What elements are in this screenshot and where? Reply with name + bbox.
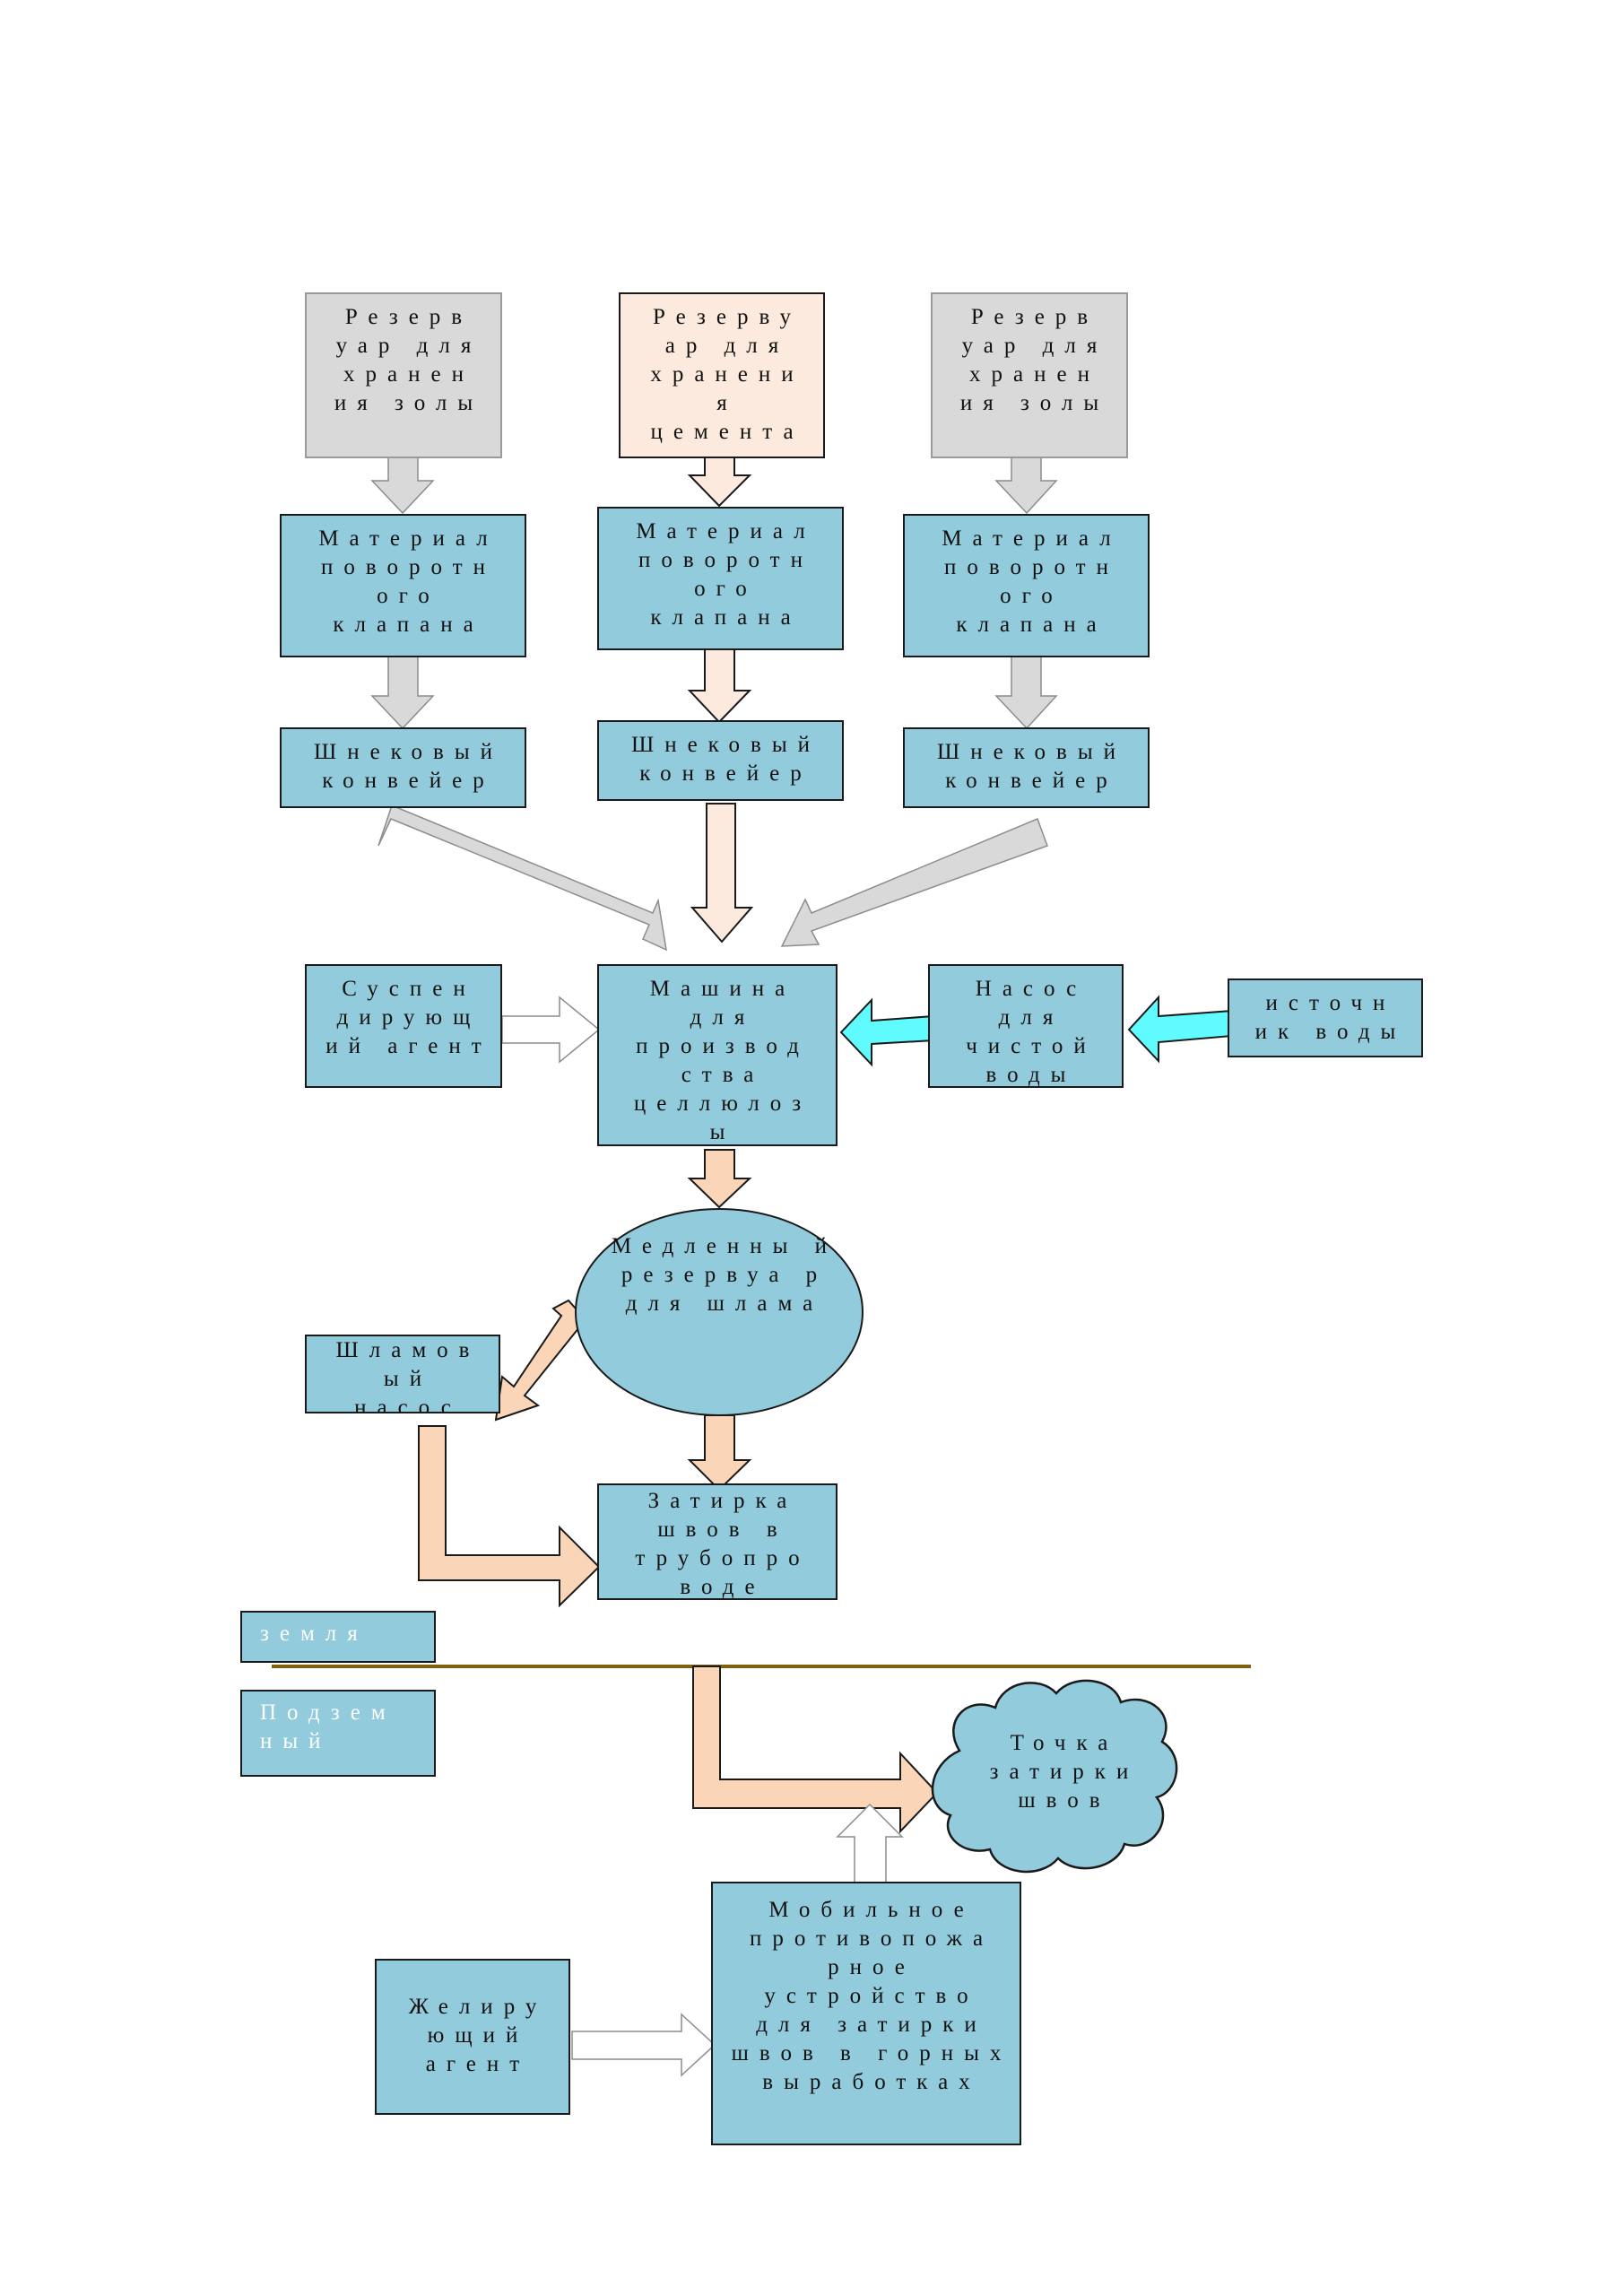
rotary-valve-right: Материал поворотн ого клапана [903,514,1150,657]
arrow-valve-left-to-conveyor [370,656,435,730]
suspending-agent: Суспен дирующ ий агент [305,964,502,1088]
pipeline-grouting: Затирка швов в трубопро воде [597,1483,838,1600]
arrow-conveyor-right-to-machine [780,818,1048,947]
underground-label: Подзем ный [240,1690,436,1777]
cellulose-machine: Машина для производ ства целлюлоз ы [597,964,838,1146]
clean-water-pump: Насос для чистой воды [928,964,1124,1088]
gelling-agent: Желиру ющий агент [375,1959,570,2115]
ash-storage-right: Резерв уар для хранен ия золы [931,292,1128,458]
slurry-pump: Шламов ый насос [305,1335,500,1413]
arrow-conveyor-center-to-machine [690,803,754,944]
grouting-point: Точка затирки швов [989,1731,1140,1813]
arrow-tank-to-grouting [687,1414,752,1492]
arrow-water-source-to-pump [1127,995,1233,1064]
screw-conveyor-left: Шнековый конвейер [280,727,526,808]
screw-conveyor-center: Шнековый конвейер [597,720,844,801]
arrow-pump-to-machine [839,997,934,1067]
arrow-valve-right-to-conveyor [994,656,1058,730]
arrow-pipeline-to-grouting-point [692,1665,939,1834]
arrow-gelling-to-device [571,2013,716,2077]
slurry-tank-ellipse [575,1208,864,1416]
screw-conveyor-right: Шнековый конвейер [903,727,1150,808]
arrow-cement-to-valve [687,457,752,508]
arrow-conveyor-left-to-machine [378,804,667,952]
cement-storage: Резерву ар для хранени я цемента [619,292,825,458]
ground-label: земля [240,1611,436,1663]
arrow-machine-to-tank [687,1149,752,1209]
slow-slurry-tank: Медленны й резервуа р для шлама [611,1234,838,1316]
arrow-ash-right-to-valve [994,457,1058,515]
ash-storage-left: Резерв уар для хранен ия золы [305,292,502,458]
arrow-valve-center-to-conveyor [687,648,752,724]
water-source: источн ик воды [1228,978,1423,1057]
arrow-device-to-grouting-point [836,1803,904,1889]
mobile-fire-device: Мобильное противопожа рное устройство дл… [711,1882,1021,2145]
arrow-ash-left-to-valve [370,457,435,515]
rotary-valve-center: Материал поворотн ого клапана [597,507,844,650]
rotary-valve-left: Материал поворотн ого клапана [280,514,526,657]
arrow-slurry-pump-to-grouting [418,1425,601,1608]
arrow-suspending-to-machine [501,996,601,1064]
grouting-point-cloud [931,1679,1178,1874]
